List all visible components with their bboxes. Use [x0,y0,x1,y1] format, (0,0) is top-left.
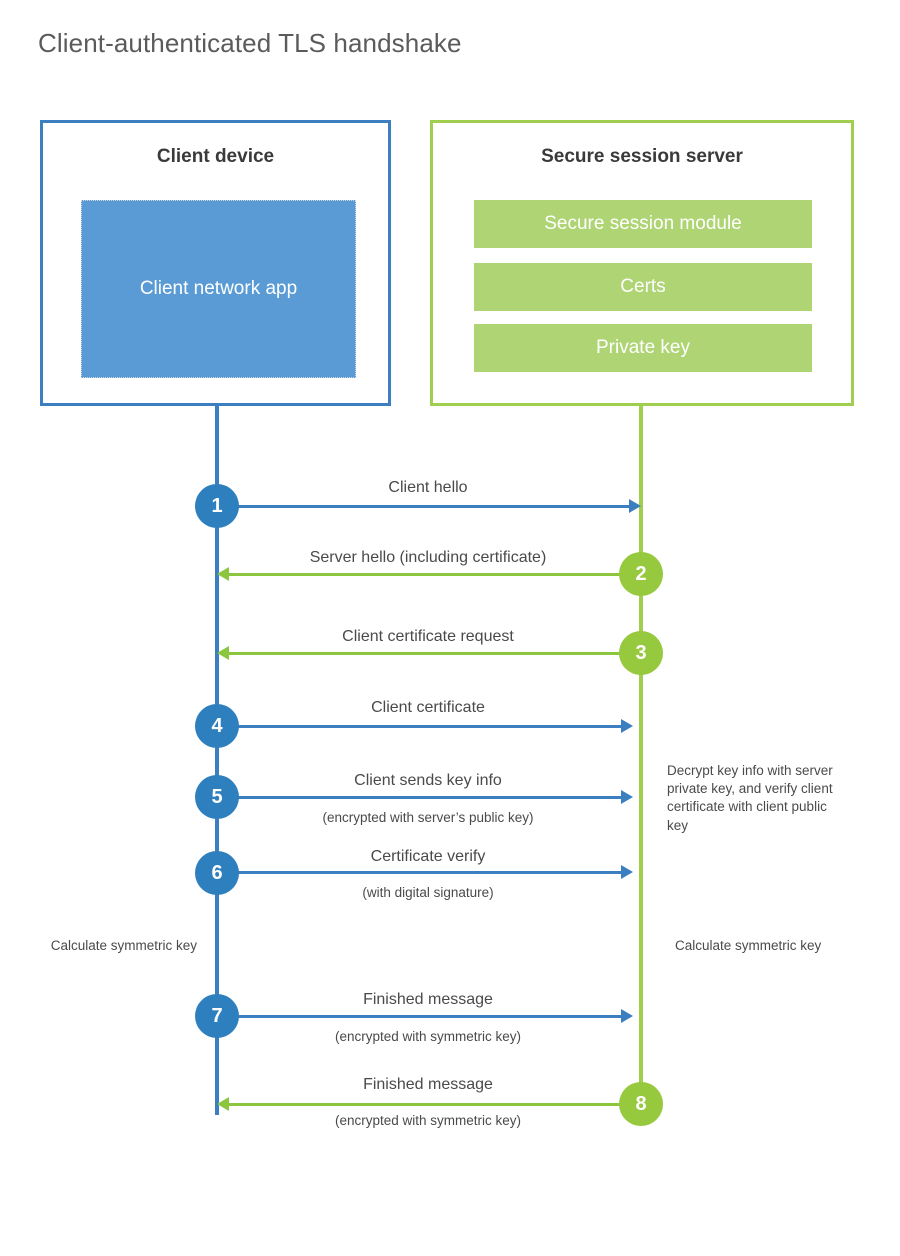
message-line-6 [217,871,623,874]
message-line-4 [217,725,623,728]
message-sublabel-5: (encrypted with server’s public key) [322,810,534,825]
step-circle-4[interactable]: 4 [195,704,239,748]
message-sublabel-8: (encrypted with symmetric key) [334,1113,522,1128]
message-line-3 [229,652,641,655]
message-label-4: Client certificate [371,699,485,716]
client-calculate-symmetric-key-note: Calculate symmetric key [50,938,197,953]
step-circle-7[interactable]: 7 [195,994,239,1038]
message-label-3: Client certificate request [342,628,514,645]
arrow-head-7 [621,1009,633,1023]
message-line-8 [229,1103,641,1106]
message-line-1 [217,505,631,508]
arrow-head-3 [217,646,229,660]
message-sublabel-7: (encrypted with symmetric key) [334,1029,522,1044]
step-circle-1[interactable]: 1 [195,484,239,528]
message-label-1: Client hello [388,479,468,496]
arrow-head-5 [621,790,633,804]
message-label-7: Finished message [363,991,493,1008]
message-line-5 [217,796,623,799]
message-label-8: Finished message [363,1076,493,1093]
server-lifeline [639,406,643,1105]
message-line-7 [217,1015,623,1018]
client-device-title: Client device [156,146,275,167]
server-component-secure-session-module: Secure session module [474,200,812,248]
step-circle-2[interactable]: 2 [619,552,663,596]
server-component-private-key: Private key [474,324,812,372]
message-label-5: Client sends key info [354,772,502,789]
step-circle-5[interactable]: 5 [195,775,239,819]
secure-session-server-title: Secure session server [541,146,743,167]
message-label-2: Server hello (including certificate) [309,549,547,566]
message-line-2 [229,573,641,576]
server-component-certs: Certs [474,263,812,311]
message-sublabel-6: (with digital signature) [362,885,494,900]
server-decrypt-note: Decrypt key info with server private key… [667,763,833,833]
step-circle-3[interactable]: 3 [619,631,663,675]
arrow-head-4 [621,719,633,733]
arrow-head-2 [217,567,229,581]
page-title: Client-authenticated TLS handshake [38,28,462,58]
step-circle-6[interactable]: 6 [195,851,239,895]
client-lifeline [215,406,219,1115]
client-network-app-block: Client network app [81,200,356,378]
arrow-head-6 [621,865,633,879]
server-calculate-symmetric-key-note: Calculate symmetric key [675,938,822,953]
step-circle-8[interactable]: 8 [619,1082,663,1126]
client-device-box: Client device Client network app [40,120,391,406]
arrow-head-1 [629,499,641,513]
message-label-6: Certificate verify [370,848,486,865]
secure-session-server-box: Secure session server Secure session mod… [430,120,854,406]
arrow-head-8 [217,1097,229,1111]
